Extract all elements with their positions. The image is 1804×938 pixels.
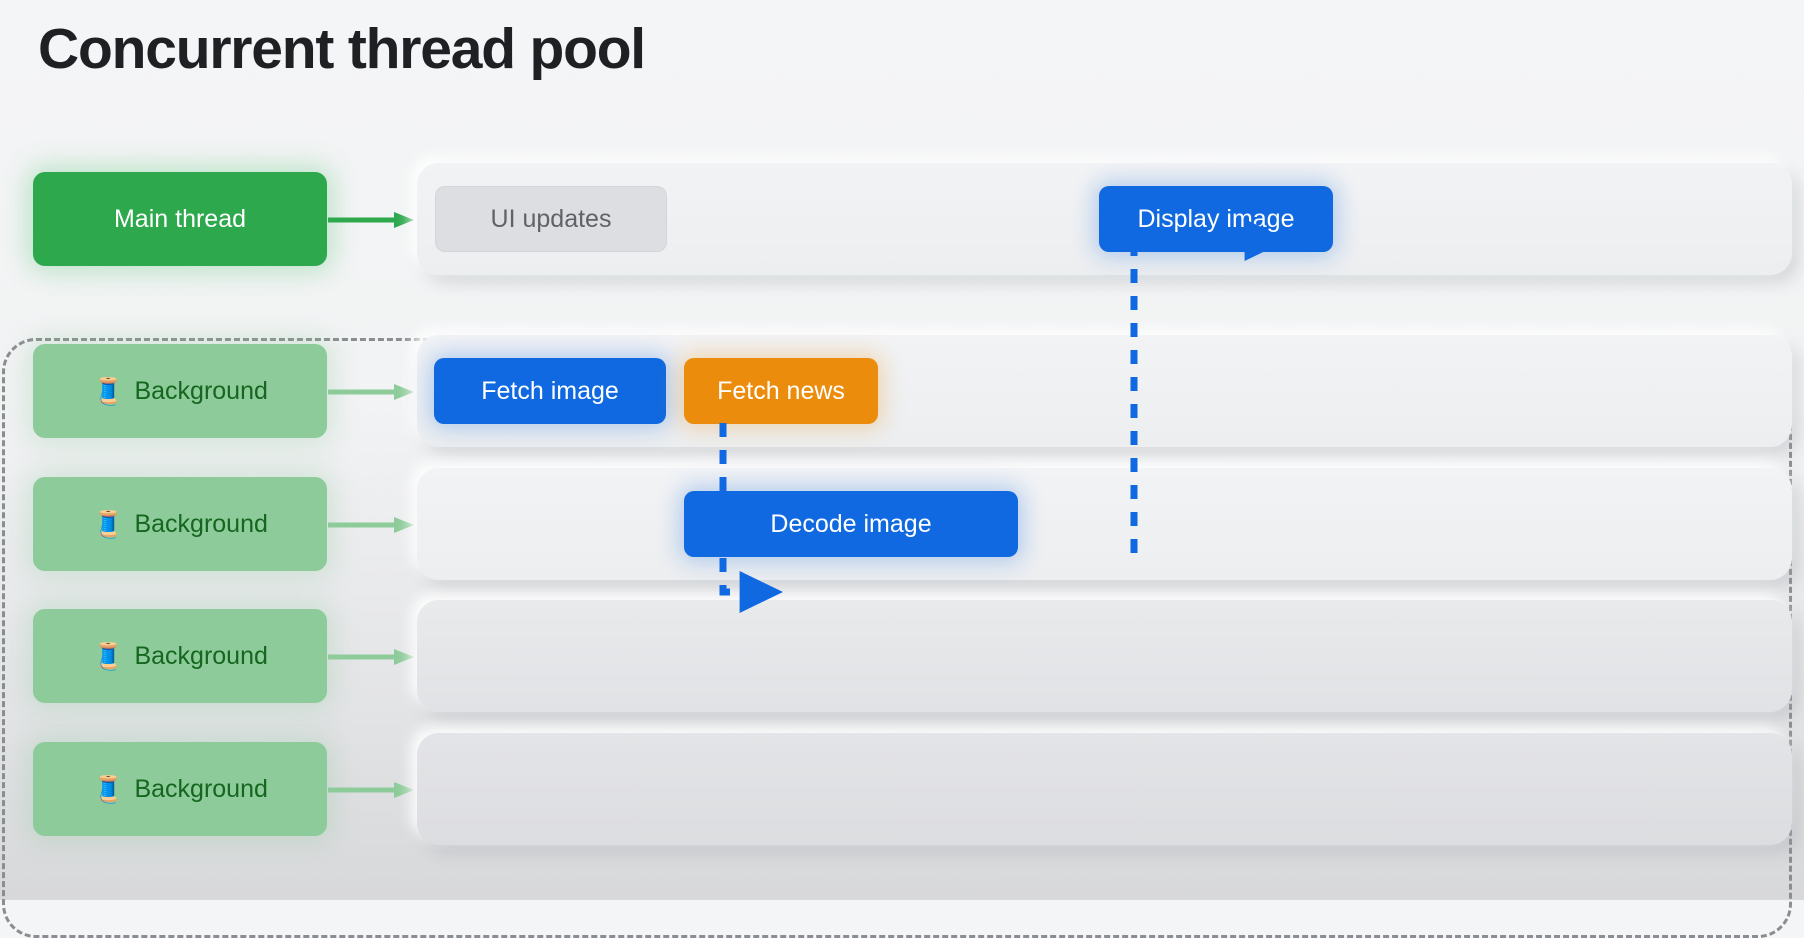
thread-spool-icon: 🧵 bbox=[92, 641, 125, 671]
thread-spool-icon: 🧵 bbox=[92, 509, 125, 539]
lane-main-thread: Main thread UI updates Display image bbox=[0, 154, 1804, 284]
thread-label-text: Background bbox=[134, 641, 268, 670]
lane-background-2: 🧵 Background Decode image bbox=[0, 459, 1804, 589]
lane-background-1: 🧵 Background Fetch image Fetch news bbox=[0, 326, 1804, 456]
task-display-image[interactable]: Display image bbox=[1099, 186, 1333, 252]
thread-spool-icon: 🧵 bbox=[92, 376, 125, 406]
task-ui-updates[interactable]: UI updates bbox=[435, 186, 667, 252]
lane-track-background-3 bbox=[417, 600, 1792, 712]
thread-label-text: Background bbox=[134, 774, 268, 803]
lane-arrow-main-thread bbox=[328, 212, 414, 228]
thread-label-text: Background bbox=[134, 509, 268, 538]
lane-arrow-background-4 bbox=[328, 782, 414, 798]
thread-spool-icon: 🧵 bbox=[92, 774, 125, 804]
lane-track-background-2: Decode image bbox=[417, 468, 1792, 580]
task-decode-image[interactable]: Decode image bbox=[684, 491, 1018, 557]
thread-label-background-4[interactable]: 🧵 Background bbox=[33, 742, 327, 836]
diagram-canvas: Concurrent thread pool Main thread UI upd… bbox=[0, 17, 1804, 938]
lane-track-background-1: Fetch image Fetch news bbox=[417, 335, 1792, 447]
thread-label-text: Main thread bbox=[113, 204, 247, 233]
thread-label-background-3[interactable]: 🧵 Background bbox=[33, 609, 327, 703]
lane-background-4: 🧵 Background bbox=[0, 724, 1804, 854]
thread-label-main-thread[interactable]: Main thread bbox=[33, 172, 327, 266]
lane-arrow-background-1 bbox=[328, 384, 414, 400]
lane-arrow-background-2 bbox=[328, 517, 414, 533]
task-fetch-news[interactable]: Fetch news bbox=[684, 358, 878, 424]
thread-label-background-2[interactable]: 🧵 Background bbox=[33, 477, 327, 571]
lane-background-3: 🧵 Background bbox=[0, 591, 1804, 721]
lane-track-main-thread: UI updates Display image bbox=[417, 163, 1792, 275]
thread-label-background-1[interactable]: 🧵 Background bbox=[33, 344, 327, 438]
thread-label-text: Background bbox=[134, 376, 268, 405]
page-title: Concurrent thread pool bbox=[38, 17, 646, 81]
lane-arrow-background-3 bbox=[328, 649, 414, 665]
lane-track-background-4 bbox=[417, 733, 1792, 845]
task-fetch-image[interactable]: Fetch image bbox=[434, 358, 666, 424]
